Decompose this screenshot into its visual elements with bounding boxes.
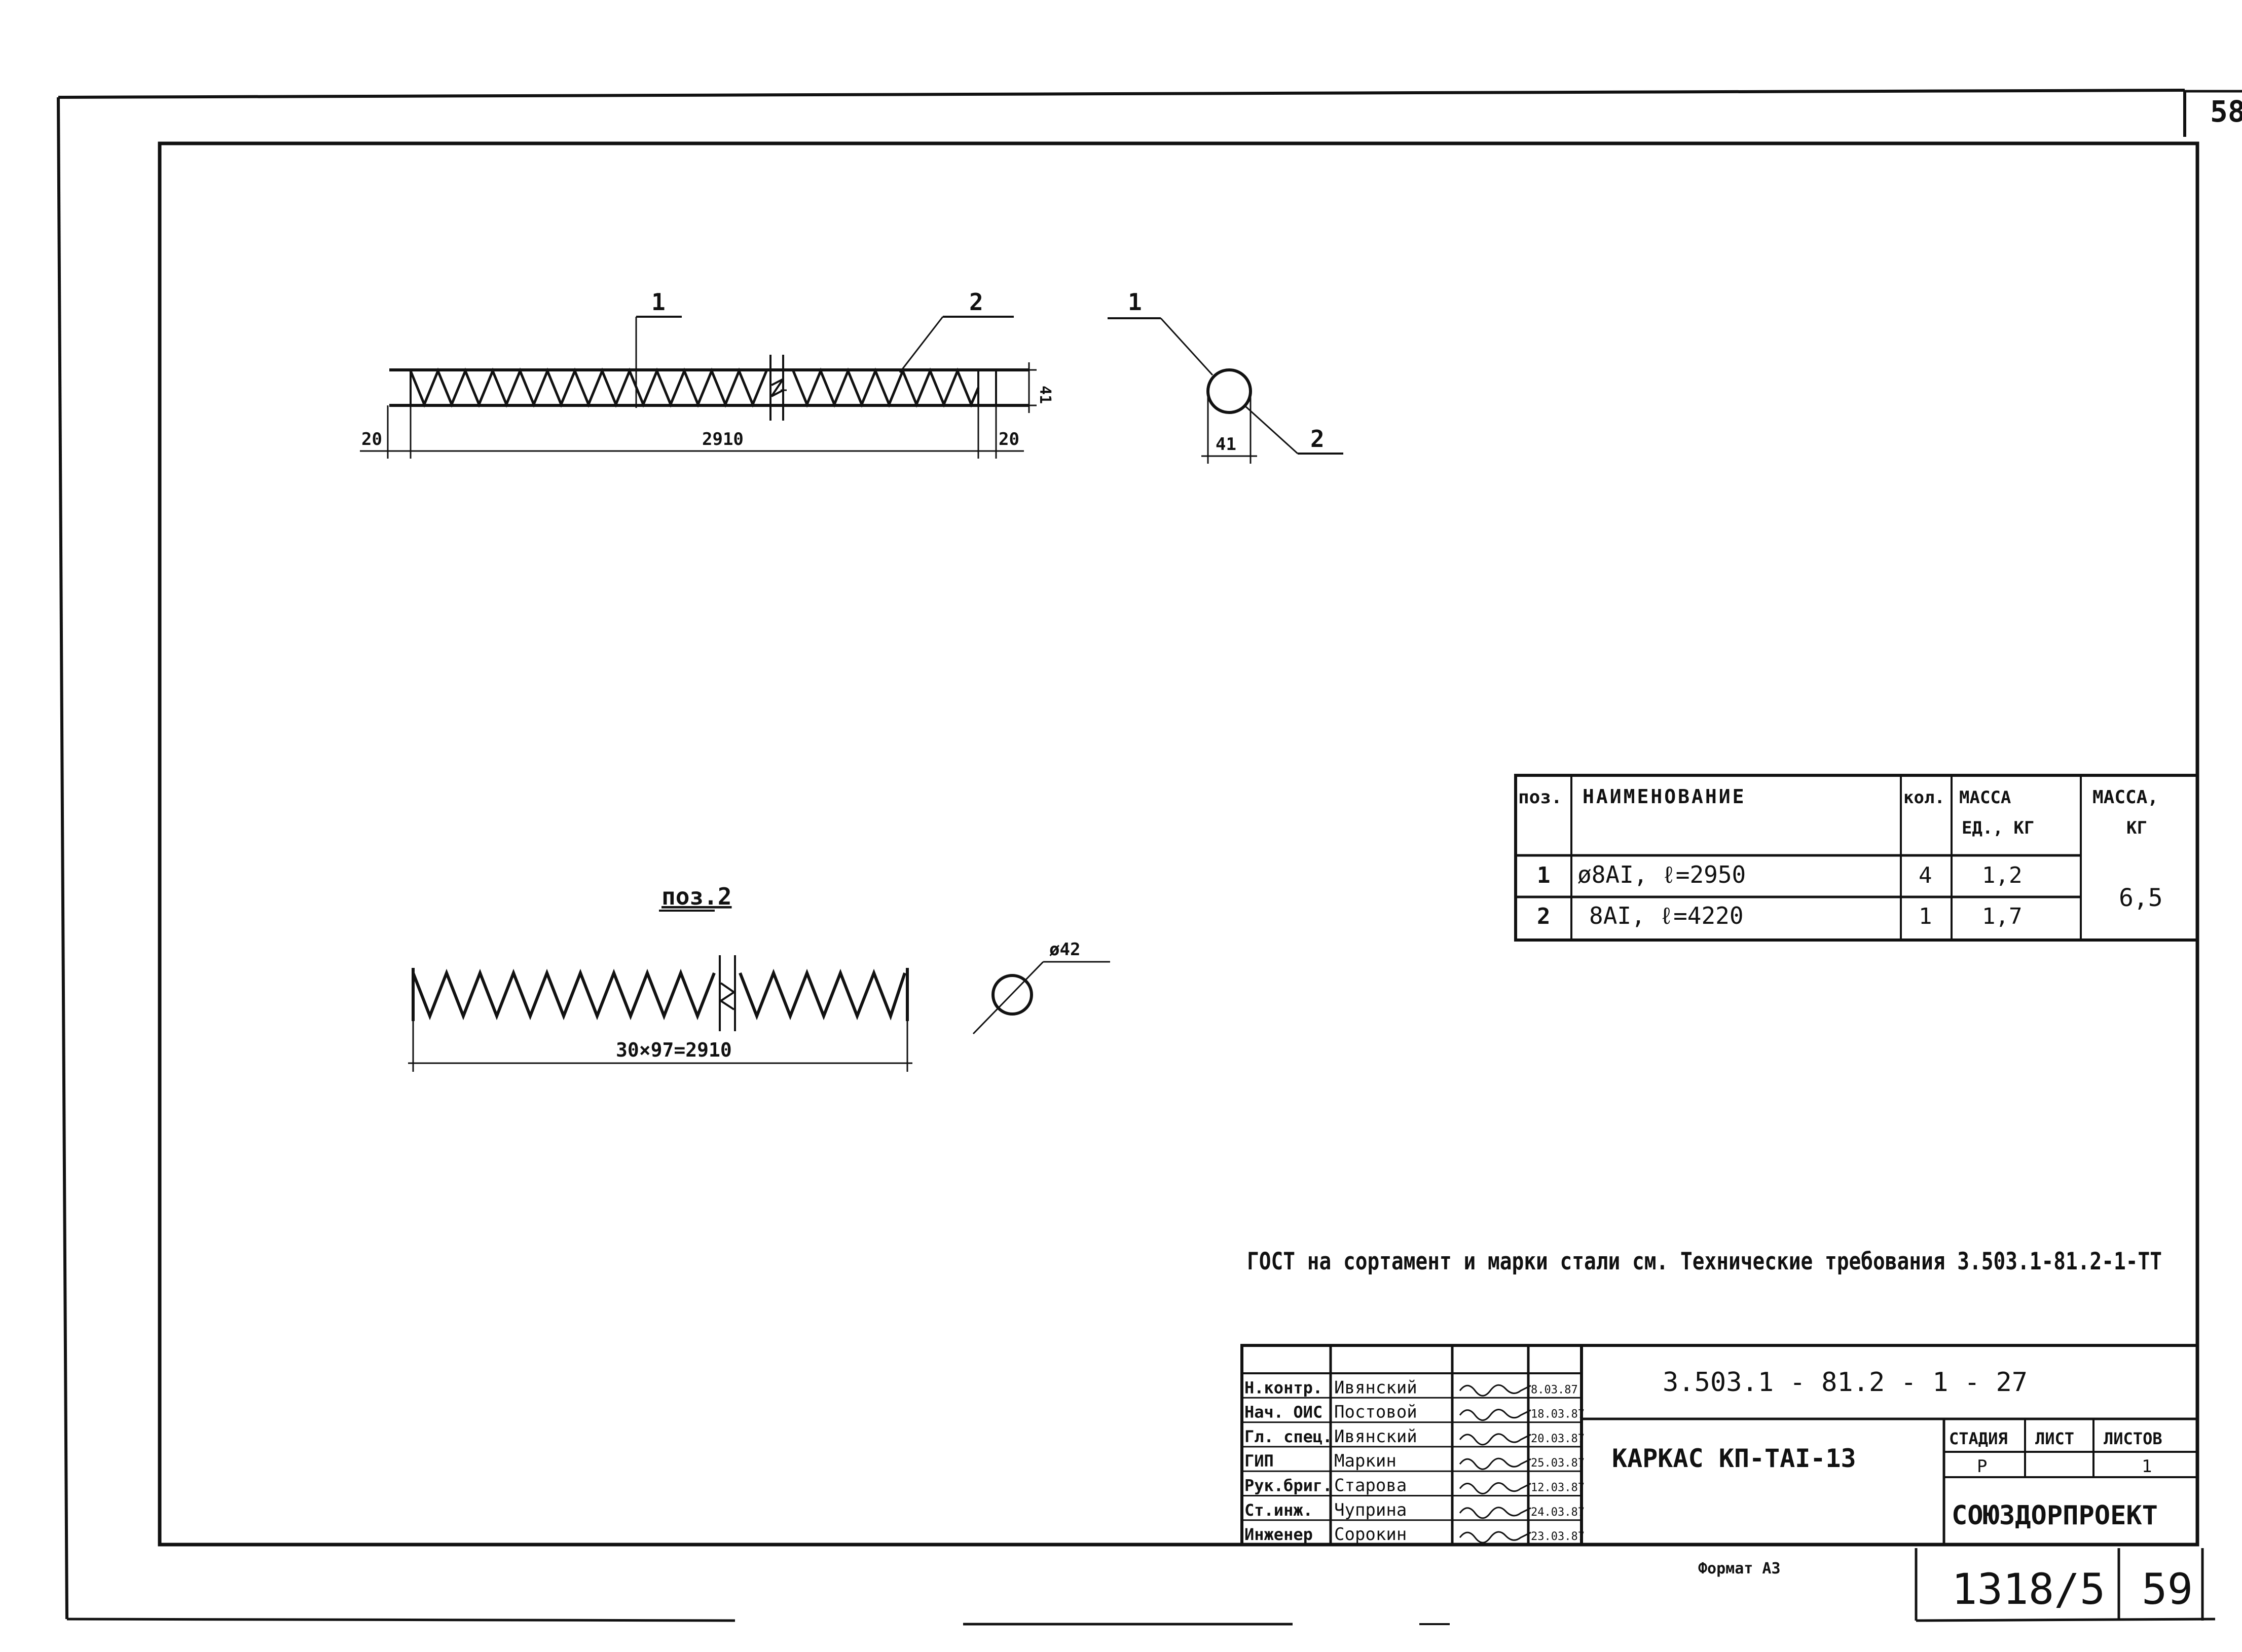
signature — [1459, 1482, 1531, 1494]
row1-unit-mass: 1,2 — [1982, 862, 2022, 888]
zigzag-detail-right — [739, 968, 909, 1021]
plan-callout-2: 2 — [969, 288, 983, 316]
staff-date: 23.03.87 — [1531, 1530, 1585, 1543]
staff-name: Постовой — [1334, 1402, 1417, 1422]
staff-date: 12.03.87 — [1531, 1482, 1585, 1494]
staff-role: Гл. спец. — [1244, 1427, 1332, 1446]
staff-name: Сорокин — [1334, 1524, 1407, 1545]
signature — [1459, 1433, 1531, 1446]
dim-height-41: 41 — [1036, 386, 1054, 404]
archive-number: 1318/5 — [1952, 1564, 2105, 1614]
staff-role: Ст.инж. — [1244, 1500, 1313, 1520]
row2-unit-mass: 1,7 — [1982, 904, 2022, 929]
staff-name: Ивянский — [1334, 1377, 1417, 1398]
staff-name: Чуприна — [1334, 1500, 1407, 1520]
section-dim-41: 41 — [1216, 434, 1236, 455]
format-label: Формат А3 — [1698, 1560, 1781, 1578]
row1-qty: 4 — [1919, 862, 1932, 888]
stage-label: СТАДИЯ — [1949, 1429, 2008, 1448]
inner-frame — [158, 141, 2199, 1547]
signature — [1459, 1531, 1531, 1544]
row2-pos: 2 — [1537, 904, 1551, 929]
row2-name: 8АI, ℓ=4220 — [1589, 902, 1744, 929]
signature — [1459, 1384, 1531, 1397]
detail-dim-length: 30×97=2910 — [616, 1039, 732, 1061]
staff-name: Старова — [1334, 1476, 1407, 1496]
staff-role: Нач. ОИС — [1244, 1403, 1322, 1422]
zigzag-bar-right — [792, 367, 980, 408]
staff-role: Рук.бриг. — [1244, 1476, 1332, 1495]
staff-date: 25.03.87 — [1531, 1457, 1585, 1470]
sheets-label: ЛИСТОВ — [2104, 1429, 2162, 1448]
staff-date: 20.03.87 — [1531, 1433, 1585, 1445]
staff-date: 18.03.87 — [1531, 1408, 1585, 1421]
document-code: 3.503.1 - 81.2 - 1 - 27 — [1663, 1367, 2028, 1398]
staff-name: Ивянский — [1334, 1426, 1417, 1447]
dim-left-20: 20 — [361, 429, 382, 449]
col-header-unit-mass-1: МАССА — [1959, 787, 2011, 808]
col-header-unit-mass-2: ЕД., КГ — [1962, 818, 2034, 838]
staff-date: 8.03.87 — [1531, 1383, 1578, 1396]
page-number-top: 58 — [2210, 94, 2242, 129]
general-note: ГОСТ на сортамент и марки стали см. Техн… — [1247, 1248, 2162, 1275]
detail-pos2: поз.2 30×97=2910 ø42 — [408, 883, 1110, 1072]
col-header-total-mass-2: КГ — [2126, 818, 2147, 838]
sheets-value: 1 — [2142, 1456, 2152, 1477]
detail-diameter: ø42 — [1049, 940, 1080, 960]
staff-date: 24.03.87 — [1531, 1506, 1585, 1519]
col-header-pos: поз. — [1518, 787, 1562, 808]
row1-name: ø8АI, ℓ=2950 — [1577, 861, 1746, 888]
signature — [1459, 1409, 1531, 1421]
section-callout-2: 2 — [1310, 425, 1325, 453]
detail-title: поз.2 — [661, 883, 731, 910]
archive-stamp: 1318/5 59 — [1915, 1548, 2204, 1621]
zigzag-detail-left — [412, 968, 716, 1021]
section-callout-1: 1 — [1128, 288, 1142, 316]
staff-role: ГИП — [1244, 1451, 1274, 1471]
plan-view: 1 2 20 2910 20 41 — [360, 288, 1054, 459]
row2-qty: 1 — [1919, 904, 1932, 929]
zigzag-bar-left — [409, 367, 768, 408]
stage-value: Р — [1977, 1456, 1987, 1477]
staff-name: Маркин — [1334, 1451, 1396, 1471]
break-mark — [769, 355, 784, 421]
organization: СОЮЗДОРПРОЕКТ — [1952, 1500, 2158, 1531]
dim-length-2910: 2910 — [702, 429, 744, 449]
spec-table: поз. НАИМЕНОВАНИЕ кол. МАССА ЕД., КГ МАС… — [1514, 774, 2199, 942]
cross-section: 1 2 41 — [1108, 288, 1343, 464]
signature — [1459, 1457, 1531, 1470]
drawing-title: КАРКАС КП-ТАI-13 — [1612, 1444, 1856, 1473]
plan-callout-1: 1 — [651, 288, 666, 316]
col-header-qty: кол. — [1903, 787, 1945, 808]
col-header-name: НАИМЕНОВАНИЕ — [1583, 785, 1746, 808]
section-circle — [1206, 368, 1252, 414]
row1-pos: 1 — [1537, 862, 1551, 888]
total-mass: 6,5 — [2119, 884, 2163, 912]
staff-role: Н.контр. — [1244, 1378, 1322, 1397]
archive-page: 59 — [2142, 1564, 2193, 1614]
dim-right-20: 20 — [999, 429, 1019, 449]
detail-circle — [991, 974, 1033, 1016]
sheet-label: ЛИСТ — [2035, 1429, 2074, 1448]
col-header-total-mass-1: МАССА, — [2092, 787, 2158, 808]
signature — [1459, 1507, 1531, 1519]
staff-role: Инженер — [1244, 1525, 1313, 1544]
